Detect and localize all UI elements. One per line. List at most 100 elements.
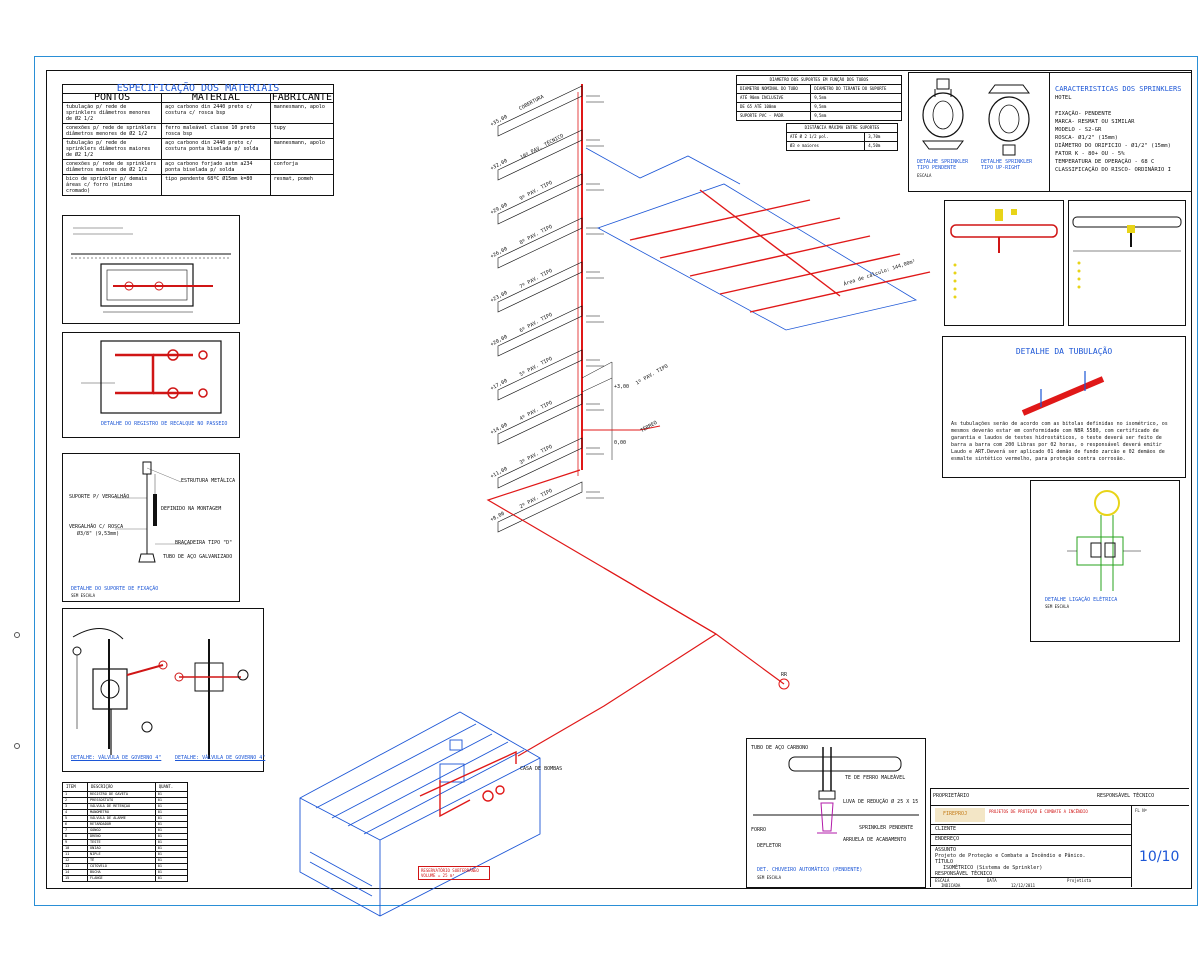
spec-cell: mannesmann, apolo bbox=[269, 102, 335, 124]
tb-line-5 bbox=[931, 877, 1131, 878]
spec-cell: resmat, pomeh bbox=[269, 174, 335, 196]
supports-cell: 9,5mm bbox=[810, 93, 902, 103]
tb-titulo: TÍTULO bbox=[935, 859, 954, 865]
spec-cell: ferro maleável classe 10 preto rosca bsp bbox=[161, 123, 271, 139]
spec-cell: tubulação p/ rede de sprinklers diâmetro… bbox=[61, 138, 163, 160]
tb-titulo-val: ISOMÉTRICO (Sistema de Sprinkler) bbox=[943, 865, 1043, 871]
char-line-6: TEMPERATURA DE OPERAÇÃO - 68 C bbox=[1055, 159, 1155, 165]
spec-row: tubulação p/ rede de sprinklers diâmetro… bbox=[61, 102, 335, 124]
sprinkler-bottom-drawing bbox=[753, 747, 919, 834]
sheet-border bbox=[34, 56, 1198, 906]
spec-cell: bico de sprinkler p/ demais áreas c/ for… bbox=[61, 174, 163, 196]
tubulacao-drawing bbox=[1021, 371, 1105, 416]
distance-cell: ATÉ Ø 2 1/2 pol. bbox=[785, 132, 866, 142]
recalque-plan-drawing bbox=[81, 340, 222, 414]
valve-left-caption: DETALHE: VÁLVULA DE GOVERNO 4" bbox=[71, 755, 162, 761]
supports-cell: ATÉ 90mm INCLUSIVE bbox=[735, 93, 812, 103]
recalque-plan-caption: DETALHE DO REGISTRO DE RECALQUE NO PASSE… bbox=[101, 421, 228, 427]
detail-valves: DETALHE: VÁLVULA DE GOVERNO 4" DETALHE: … bbox=[62, 608, 266, 772]
detail-tee-left bbox=[944, 200, 1064, 326]
supports-header-1: DIAMETRO NOMINAL DO TUBO bbox=[735, 84, 812, 94]
spec-row: tubulação p/ rede de sprinklers diâmetro… bbox=[61, 138, 335, 160]
sprbot-scale: SEM ESCALA bbox=[757, 875, 782, 880]
distance-cell: 3,70m bbox=[864, 132, 898, 142]
spec-cell: aço carbono din 2440 preto c/ costura po… bbox=[161, 138, 271, 160]
support-label-1: ESTRUTURA METÁLICA bbox=[181, 478, 236, 484]
drawing-frame bbox=[46, 70, 1192, 889]
spec-row: conexões p/ rede de sprinklers diâmetros… bbox=[61, 123, 335, 139]
char-line-3: ROSCA- Ø1/2" (15mm) bbox=[1055, 135, 1118, 141]
char-line-1: MARCA- RESMAT OU SIMILAR bbox=[1055, 119, 1135, 125]
support-label-3: DEFINIDO NA MONTAGEM bbox=[161, 506, 222, 512]
spec-cell: conexões p/ rede de sprinklers diâmetros… bbox=[61, 159, 163, 175]
support-label-6: BRAÇADEIRA TIPO "D" bbox=[175, 540, 233, 546]
supports-cell: 9,5mm bbox=[810, 111, 902, 121]
tb-proprietario: PROPRIETÁRIO bbox=[933, 793, 970, 799]
sprbot-label-0: TUBO DE AÇO CARBONO bbox=[751, 745, 809, 751]
support-label-5: Ø3/8" (9,53mm) bbox=[77, 531, 120, 537]
tb-cliente: CLIENTE bbox=[935, 826, 957, 832]
pump-house-tag: CASA DE BOMBAS bbox=[520, 766, 563, 772]
distance-row: ATÉ Ø 2 1/2 pol.3,70m bbox=[785, 132, 898, 142]
title-block: PROPRIETÁRIO RESPONSÁVEL TÉCNICO FIREPRO… bbox=[930, 788, 1189, 888]
electrical-drawing bbox=[1067, 490, 1141, 591]
support-title: DETALHE DO SUPORTE DE FIXAÇÃO bbox=[71, 586, 159, 592]
detail-sprinkler-bottom: TUBO DE AÇO CARBONO TE DE FERRO MALEÁVEL… bbox=[746, 738, 926, 888]
tb-escala: ESCALA bbox=[935, 878, 950, 883]
edge-hole-1 bbox=[14, 632, 20, 638]
pendent-scale: ESCALA bbox=[917, 173, 932, 178]
lower-level-2: 0,00 bbox=[614, 440, 627, 446]
supports-cell: SUPORTE PVC - PADR bbox=[735, 111, 812, 121]
bom-header-qty: QUANT. bbox=[154, 782, 189, 792]
supports-title: DIAMETRO DOS SUPORTES EM FUNÇÃO DOS TUBO… bbox=[736, 75, 902, 85]
sprbot-label-2: LUVA DE REDUÇÃO Ø 25 X 15 bbox=[843, 799, 919, 805]
tb-logo: FIREPROJ bbox=[935, 808, 985, 822]
support-label-2: SUPORTE P/ VERGALHÃO bbox=[69, 494, 130, 500]
supports-table: DIAMETRO DOS SUPORTES EM FUNÇÃO DOS TUBO… bbox=[735, 75, 902, 121]
tb-assunto: ASSUNTO bbox=[935, 847, 957, 853]
spec-table: ESPECIFICAÇÃO DOS MATERIAIS PONTOS MATER… bbox=[61, 84, 335, 196]
tb-sheet-number: 10/10 bbox=[1139, 849, 1180, 865]
tb-resp-tec: RESPONSÁVEL TÉCNICO bbox=[935, 871, 993, 877]
char-line-4: DIÂMETRO DO ORIFICIO - Ø1/2" (15mm) bbox=[1055, 143, 1171, 149]
spec-cell: tipo pendente 68ºC Ø15mm k=80 bbox=[161, 174, 271, 196]
sprbot-label-4: ARRUELA DE ACABAMENTO bbox=[843, 837, 907, 843]
sprbot-label-3: SPRINKLER PENDENTE bbox=[859, 825, 914, 831]
detail-tee-right bbox=[1068, 200, 1186, 326]
pendent-label: DETALHE SPRINKLER TIPO PENDENTE bbox=[917, 159, 969, 171]
valve-right-caption: DETALHE: VÁLVULA DE GOVERNO 4" bbox=[175, 755, 266, 761]
char-line-0: FIXAÇÃO- PENDENTE bbox=[1055, 111, 1112, 117]
recalque-tag: RR bbox=[781, 672, 788, 678]
detail-recalque-plan: DETALHE DO REGISTRO DE RECALQUE NO PASSE… bbox=[62, 332, 240, 438]
tb-responsavel: RESPONSÁVEL TÉCNICO bbox=[1097, 793, 1155, 799]
support-drawing bbox=[115, 461, 191, 563]
char-divider bbox=[1049, 73, 1050, 191]
spec-cell: aço carbono forjado astm a234 ponta bise… bbox=[161, 159, 271, 175]
tb-line-3 bbox=[931, 834, 1131, 835]
support-label-4: VERGALHÃO C/ ROSCA bbox=[69, 524, 124, 530]
left-edge-marker bbox=[0, 500, 35, 730]
edge-hole-2 bbox=[14, 743, 20, 749]
supports-cell: DE 65 ATÉ 100mm bbox=[735, 102, 812, 112]
sprbot-label-5: FORRO bbox=[751, 827, 767, 833]
tb-line-2 bbox=[931, 824, 1131, 825]
electrical-scale: SEM ESCALA bbox=[1045, 604, 1070, 609]
sprinkler-detail-box: DETALHE SPRINKLER TIPO PENDENTE ESCALA D… bbox=[908, 72, 1192, 192]
tb-projetista: Projetista bbox=[1067, 878, 1092, 883]
distance-cell: 4,50m bbox=[864, 141, 898, 151]
supports-header-2: DIAMETRO DO TIRANTE DO SUPORTE bbox=[810, 84, 902, 94]
sprinkler-heads-drawing bbox=[922, 78, 1030, 156]
detail-electrical: DETALHE LIGAÇÃO ELÉTRICA SEM ESCALA bbox=[1030, 480, 1180, 642]
tb-sheet-divider bbox=[1131, 806, 1132, 887]
valves-drawing bbox=[72, 628, 249, 759]
sprbot-title: DET. CHUVEIRO AUTOMÁTICO (PENDENTE) bbox=[757, 867, 863, 873]
spec-cell: tupy bbox=[269, 123, 335, 139]
char-line-5: FATOR K - 80+ OU - 5% bbox=[1055, 151, 1125, 157]
electrical-title: DETALHE LIGAÇÃO ELÉTRICA bbox=[1045, 597, 1118, 603]
tb-line-4 bbox=[931, 845, 1131, 846]
